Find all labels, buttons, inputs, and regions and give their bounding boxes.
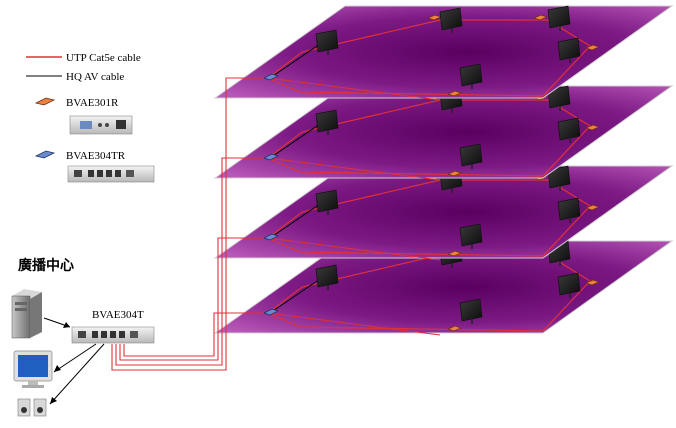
monitor-icon — [547, 5, 571, 31]
floor-av-cable — [269, 203, 321, 239]
monitor-icon — [315, 29, 339, 55]
receiver-icon — [585, 204, 600, 211]
riser-cable-floor-3 — [119, 237, 264, 361]
receiver-icon — [447, 250, 462, 257]
broadcast-center: 廣播中心 BVAE304T — [11, 257, 155, 417]
arrow-head — [54, 365, 61, 372]
monitor-icon — [315, 109, 339, 135]
floor-av-cable — [269, 278, 321, 314]
transmitter-device-icon — [71, 326, 155, 344]
utp-cable-legend-label: UTP Cat5e cable — [66, 52, 141, 64]
monitor-icon — [459, 223, 483, 249]
monitor-icon — [547, 85, 571, 111]
receiver-legend-icon — [34, 97, 56, 106]
arrow-head — [63, 322, 70, 328]
monitor-icon — [315, 189, 339, 215]
receiver-icon — [585, 279, 600, 286]
floor-plane — [213, 5, 674, 99]
transceiver-icon — [263, 308, 279, 316]
monitor-icon — [459, 298, 483, 324]
receiver-icon — [533, 14, 548, 21]
floor-plane — [213, 85, 674, 179]
monitor-icon — [439, 7, 463, 33]
computer-tower-icon — [11, 289, 42, 339]
floor-plane — [213, 165, 674, 259]
receiver-icon — [585, 124, 600, 131]
transceiver-legend-icon — [34, 150, 56, 159]
av-cable-transmitter-to-monitor — [53, 343, 97, 373]
legend: UTP Cat5e cable HQ AV cable BVAE301R BVA… — [26, 52, 155, 183]
floor-utp-cable — [267, 312, 441, 336]
transmitter-label: BVAE304T — [92, 309, 144, 321]
monitor-icon — [459, 143, 483, 169]
monitor-icon — [13, 350, 53, 388]
floor-utp-cable — [267, 237, 441, 261]
arrow-head — [50, 397, 57, 404]
floor-plane — [213, 240, 674, 334]
monitor-icon — [547, 165, 571, 191]
monitor-icon — [557, 117, 581, 143]
floor-av-cable — [269, 123, 321, 159]
riser-cable-floor-4 — [123, 312, 264, 357]
floors — [213, 5, 674, 336]
floor-3 — [213, 165, 674, 261]
monitor-icon — [557, 37, 581, 63]
receiver-icon — [447, 325, 462, 332]
monitor-icon — [557, 272, 581, 298]
floor-utp-cable — [267, 77, 441, 101]
floor-2 — [213, 85, 674, 181]
speakers-icon — [17, 398, 47, 417]
transceiver-icon — [263, 73, 279, 81]
receiver-icon — [447, 170, 462, 177]
broadcast-center-title: 廣播中心 — [18, 257, 74, 274]
transceiver-icon — [263, 233, 279, 241]
receiver-icon — [447, 90, 462, 97]
floor-1 — [213, 5, 674, 101]
receiver-legend-label: BVAE301R — [66, 97, 119, 109]
transceiver-device-photo — [67, 165, 155, 183]
monitor-icon — [557, 197, 581, 223]
av-cable-legend-label: HQ AV cable — [66, 71, 124, 83]
monitor-icon — [459, 63, 483, 89]
receiver-icon — [585, 44, 600, 51]
riser-cable-floor-1 — [111, 77, 264, 371]
monitor-icon — [315, 264, 339, 290]
receiver-device-photo — [69, 115, 133, 135]
av-cable-transmitter-to-speakers — [49, 343, 105, 405]
riser-cable-floor-2 — [115, 157, 264, 366]
transceiver-legend-label: BVAE304TR — [66, 150, 126, 162]
utp-riser-cables — [111, 77, 264, 371]
floor-av-cable — [269, 43, 321, 79]
transceiver-icon — [263, 153, 279, 161]
floor-utp-cable — [267, 157, 441, 181]
